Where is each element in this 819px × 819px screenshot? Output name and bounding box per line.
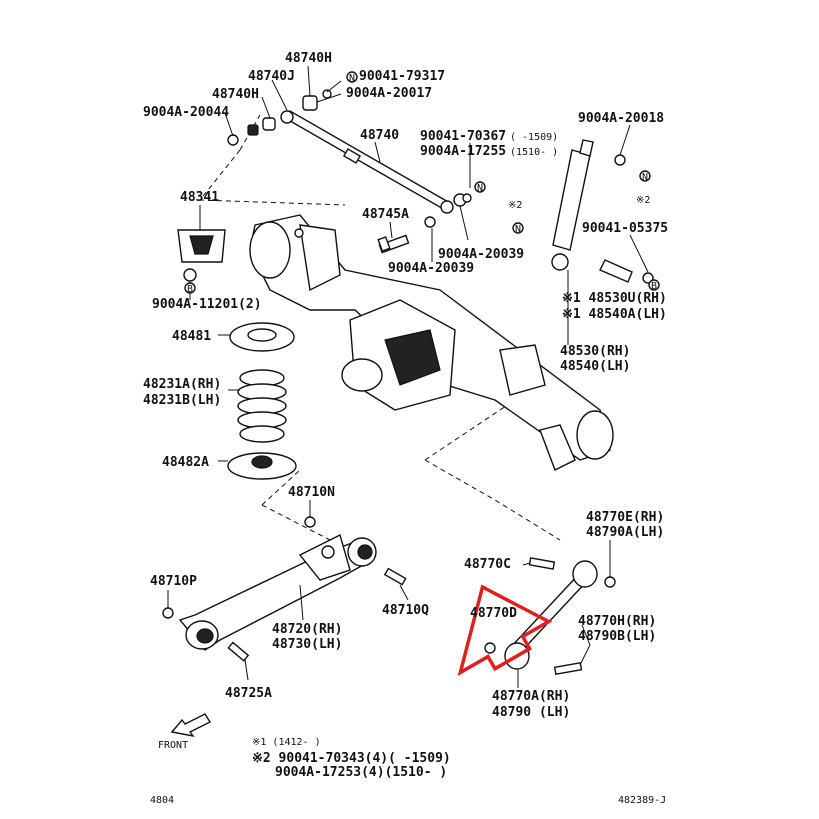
front-arrow-icon <box>170 713 212 738</box>
label-9004A-17255-range: (1510- ) <box>510 147 558 158</box>
footer-right: 482389-J <box>618 795 666 806</box>
label-90041-70367-range: ( -1509) <box>510 132 558 143</box>
shock-absorber[interactable] <box>551 139 654 284</box>
label-48740: 48740 <box>360 128 399 143</box>
label-9004A-11201: 9004A-11201(2) <box>152 297 262 312</box>
label-9004A-20039: 9004A-20039 <box>438 247 524 262</box>
spring-seat-lower[interactable] <box>227 452 297 480</box>
label-90041-05375: 90041-05375 <box>582 221 668 236</box>
label-9004A-20017: 9004A-20017 <box>346 86 432 101</box>
label-48540A: ※1 48540A(LH) <box>562 307 667 322</box>
label-9004A-20044: 9004A-20044 <box>143 105 229 120</box>
label-48725A: 48725A <box>225 686 272 701</box>
mark-x2-b: ※2 <box>508 200 522 211</box>
circle-markers: N N N N B B <box>184 71 660 295</box>
label-48745A: 48745A <box>362 207 409 222</box>
circle-b-mark-1: B <box>651 281 657 292</box>
label-90041-79317: 90041-79317 <box>359 69 445 84</box>
leader-lines <box>167 65 649 688</box>
label-48720: 48720(RH) <box>272 622 342 637</box>
label-48770A: 48770A(RH) <box>492 689 570 704</box>
label-48231B: 48231B(LH) <box>143 393 221 408</box>
footer-left: 4804 <box>150 795 174 806</box>
label-48770C: 48770C <box>464 557 511 572</box>
label-9004A-20018: 9004A-20018 <box>578 111 664 126</box>
label-48710Q: 48710Q <box>382 603 429 618</box>
label-48530: 48530(RH) <box>560 344 630 359</box>
circle-n-mark-4: N <box>515 224 521 235</box>
label-48231A: 48231A(RH) <box>143 377 221 392</box>
circle-n-mark-1: N <box>349 73 355 84</box>
note-2b: 9004A-17253(4)(1510- ) <box>275 765 447 780</box>
circle-n-mark-3: N <box>642 172 648 183</box>
label-48740J: 48740J <box>248 69 295 84</box>
coil-spring[interactable] <box>237 369 287 443</box>
label-48790: 48790 (LH) <box>492 705 570 720</box>
lateral-rod[interactable] <box>280 110 454 214</box>
circle-n-mark-2: N <box>477 183 483 194</box>
label-48341: 48341 <box>180 190 219 205</box>
bump-stopper[interactable] <box>177 229 226 282</box>
label-48770D: 48770D <box>470 606 517 621</box>
label-48790A: 48790A(LH) <box>586 525 664 540</box>
label-48740H-top: 48740H <box>285 51 332 66</box>
trailing-arm[interactable] <box>162 516 407 662</box>
label-48740H-left: 48740H <box>212 87 259 102</box>
highlight-arrow <box>457 584 553 677</box>
label-48710N: 48710N <box>288 485 335 500</box>
label-48770H: 48770H(RH) <box>578 614 656 629</box>
note-2a: ※2 90041-70343(4)( -1509) <box>252 751 451 766</box>
label-48481: 48481 <box>172 329 211 344</box>
axle-housing[interactable] <box>249 214 614 471</box>
label-48730: 48730(LH) <box>272 637 342 652</box>
mark-x2-a: ※2 <box>636 195 650 206</box>
label-48482A: 48482A <box>162 455 209 470</box>
bolt-48745A[interactable] <box>377 234 410 254</box>
circle-b-mark-2: B <box>187 284 193 295</box>
label-9004A-20039-b: 9004A-20039 <box>388 261 474 276</box>
label-48530U: ※1 48530U(RH) <box>562 291 667 306</box>
spring-seat-upper[interactable] <box>229 322 295 352</box>
label-90041-70367: 90041-70367 <box>420 129 506 144</box>
notes: FRONT ※1 (1412- ) ※2 90041-70343(4)( -15… <box>150 737 666 806</box>
note-1: ※1 (1412- ) <box>252 737 321 748</box>
label-9004A-17255: 9004A-17255 <box>420 144 506 159</box>
label-48770E: 48770E(RH) <box>586 510 664 525</box>
label-48540: 48540(LH) <box>560 359 630 374</box>
part-labels: 48740H 48740J 90041-79317 48740H 9004A-2… <box>143 51 668 720</box>
label-48790B: 48790B(LH) <box>578 629 656 644</box>
label-48710P: 48710P <box>150 574 197 589</box>
front-label: FRONT <box>158 740 188 751</box>
